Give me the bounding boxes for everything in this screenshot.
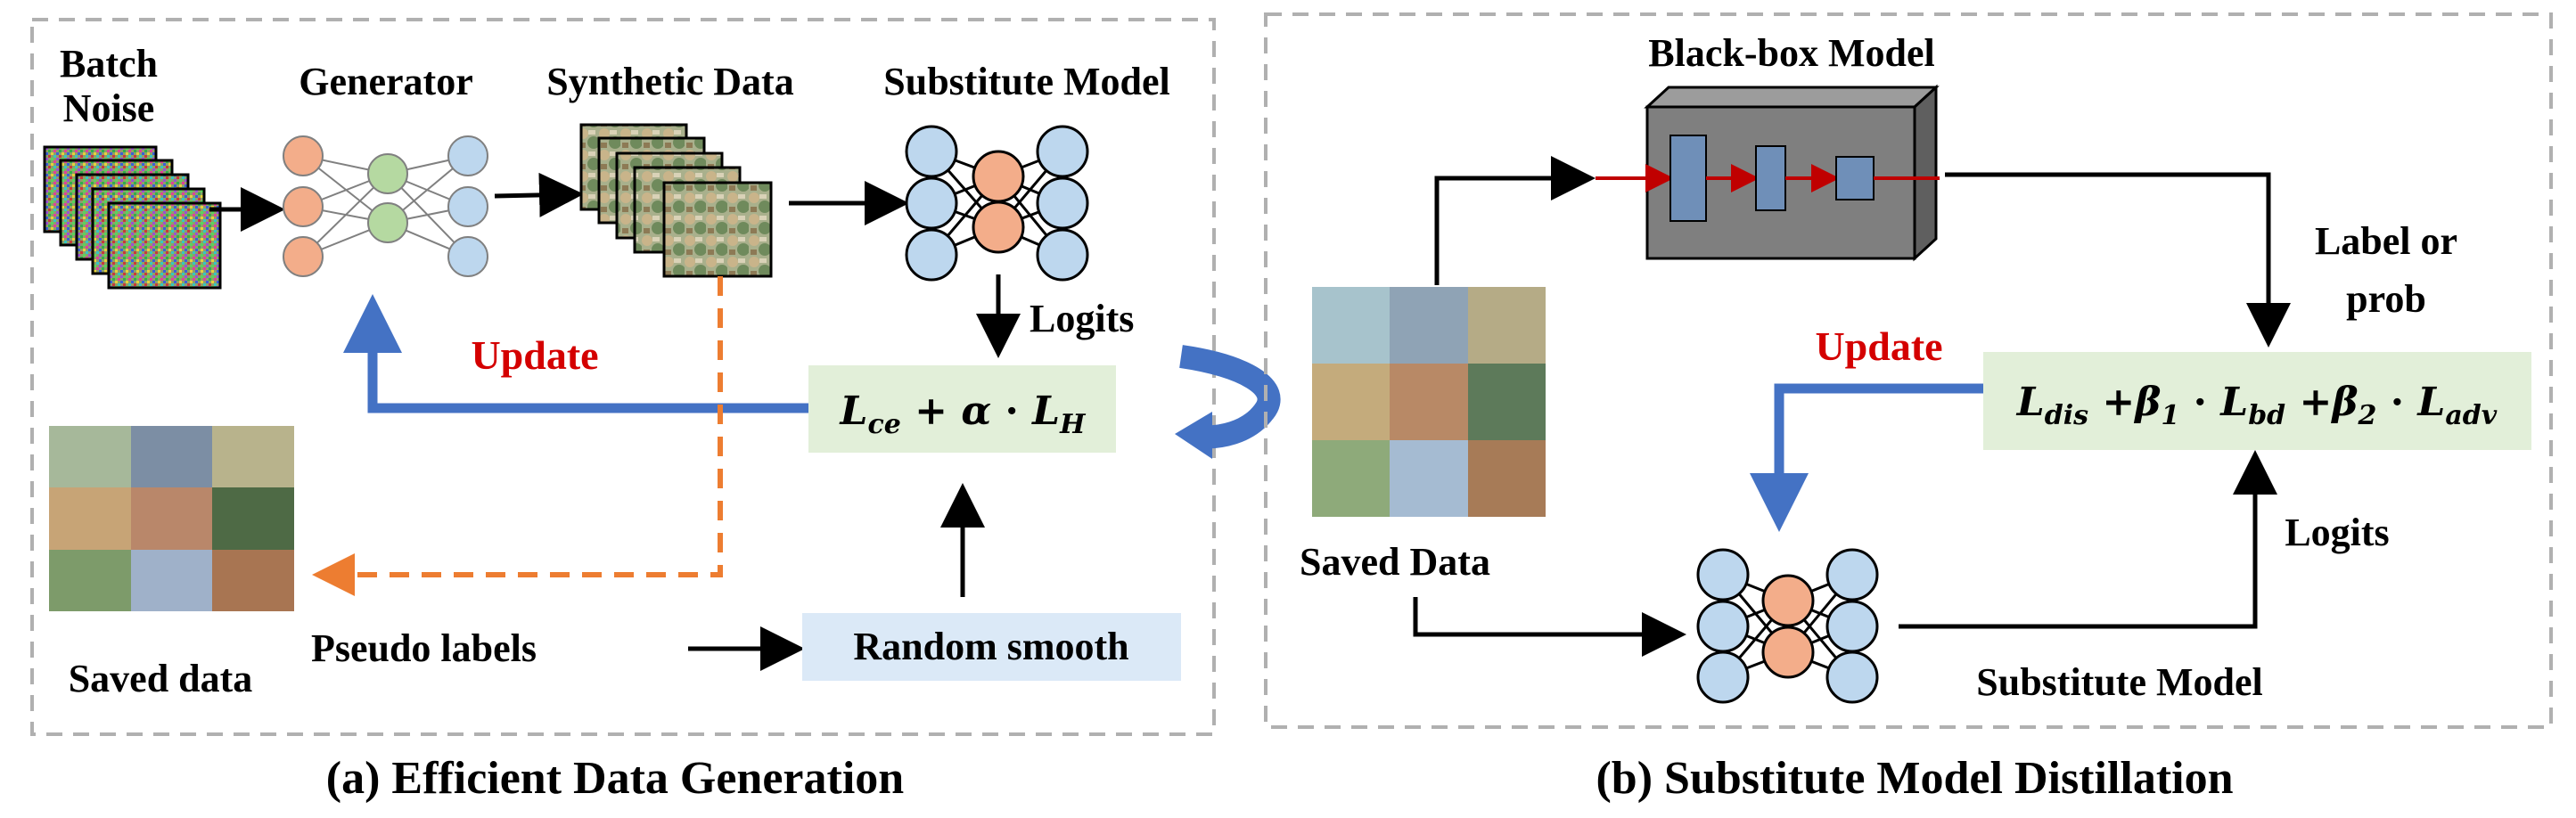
generator-label: Generator (299, 60, 472, 103)
generator-to-synthetic-arrow (494, 172, 584, 217)
batch-noise-label-line2: Noise (63, 86, 155, 130)
blackbox-model-box (1596, 84, 1940, 262)
random-smooth-label: Random smooth (853, 625, 1128, 668)
loss-box-b (1983, 352, 2531, 450)
blackbox-model-label: Black-box Model (1648, 31, 1934, 75)
substitute-model-network-a (905, 125, 1089, 282)
loss-box-a (808, 365, 1116, 453)
logits-label-a: Logits (1030, 297, 1134, 340)
update-label-b: Update (1815, 323, 1942, 369)
batch-noise-images (43, 145, 222, 290)
label-or-prob-line2: prob (2346, 277, 2426, 321)
panel-b: Black-box Model Label or prob Ldis +β1 ·… (1264, 12, 2553, 804)
label-or-prob-line1: Label or (2315, 219, 2457, 263)
update-arrow-b (1750, 383, 1983, 532)
substitute-model-label-b: Substitute Model (1976, 660, 2262, 704)
loss-formula-b: Ldis +β1 · Lbd +β2 · Ladv (2015, 380, 2498, 431)
substitute-model-network-b (1696, 548, 1879, 704)
saved-data-label-b: Saved Data (1300, 540, 1490, 584)
saved-to-substitute-arrow (1413, 597, 1686, 657)
logits-label-b: Logits (2285, 511, 2389, 554)
transition-arrow (1175, 345, 1281, 459)
generator-network (283, 135, 488, 277)
blackbox-to-loss-arrow (1945, 172, 2291, 348)
saved-to-blackbox-arrow (1434, 156, 1596, 285)
saved-data-label-a: Saved data (69, 657, 253, 700)
caption-a: (a) Efficient Data Generation (326, 753, 904, 804)
caption-b: (b) Substitute Model Distillation (1596, 753, 2233, 804)
synthetic-data-images (579, 123, 773, 278)
synthetic-data-label: Synthetic Data (546, 60, 793, 103)
update-arrow-a (343, 294, 808, 413)
substitute-model-label-a: Substitute Model (883, 60, 1169, 103)
panel-a: Batch Noise Generator (30, 18, 1216, 804)
save-data-dashed-arrow (312, 276, 723, 596)
saved-data-grid-b (1312, 287, 1546, 517)
panel-a-frame (30, 18, 1216, 736)
substitute-to-loss-arrow (1899, 450, 2277, 629)
saved-data-grid-a (49, 426, 294, 611)
batch-noise-label-line1: Batch (60, 42, 158, 86)
panel-b-frame (1264, 12, 2553, 729)
random-smooth-box (802, 613, 1181, 681)
pseudo-labels-label: Pseudo labels (311, 626, 537, 670)
update-label-a: Update (471, 332, 598, 378)
